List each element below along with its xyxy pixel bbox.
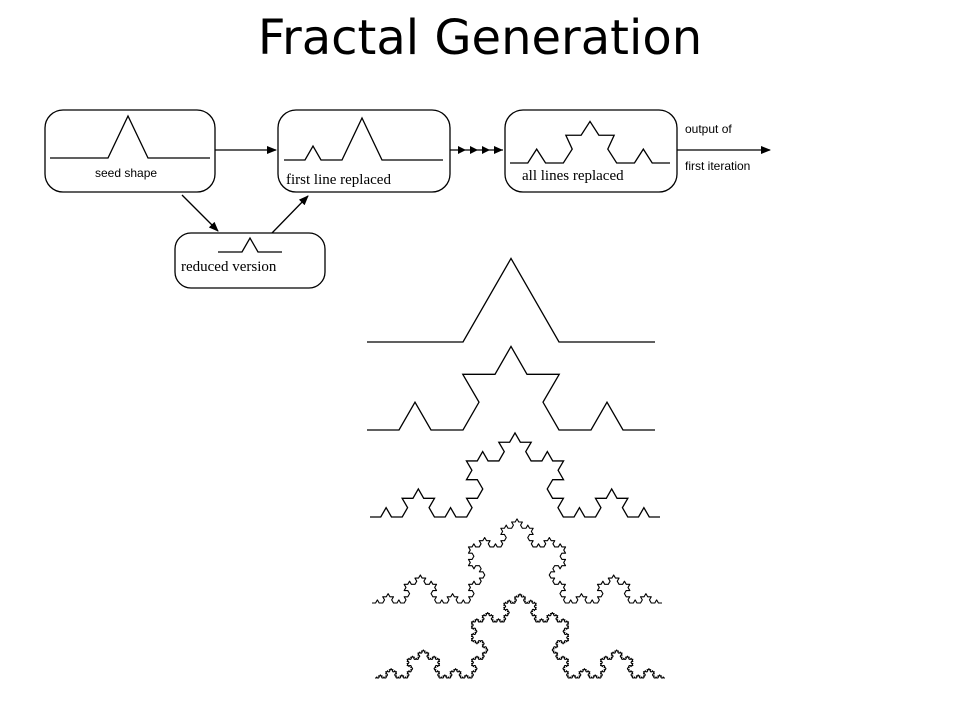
- iteration-curve-level-5: [375, 593, 665, 679]
- output-label-line2: first iteration: [685, 159, 750, 173]
- first-line-replaced-box: [277, 109, 451, 193]
- arrow-reduced-to-first: [271, 195, 309, 234]
- first-line-replaced-label: first line replaced: [286, 172, 391, 188]
- seed-shape-curve: [50, 114, 210, 159]
- iteration-curve-level-1: [367, 257, 655, 343]
- reduced-version-curve: [218, 236, 282, 253]
- all-lines-replaced-label: all lines replaced: [522, 168, 624, 184]
- seed-shape-box: [44, 109, 216, 193]
- all-lines-replaced-box: [504, 109, 678, 193]
- iteration-curve-level-2: [367, 345, 655, 431]
- reduced-version-box: [174, 232, 326, 289]
- output-label-line1: output of: [685, 122, 732, 136]
- arrow-seed-to-reduced: [181, 194, 219, 232]
- all-lines-replaced-curve: [510, 120, 670, 164]
- iteration-curve-level-3: [370, 431, 660, 518]
- first-line-replaced-curve: [284, 116, 443, 161]
- iteration-stack: [367, 257, 665, 679]
- seed-shape-label: seed shape: [95, 166, 157, 180]
- iteration-curve-level-4: [372, 518, 662, 604]
- slide-title: Fractal Generation: [257, 10, 703, 66]
- reduced-version-label: reduced version: [181, 259, 277, 275]
- multi-arrow: [450, 146, 503, 154]
- all-lines-replaced-polyline: [510, 120, 670, 164]
